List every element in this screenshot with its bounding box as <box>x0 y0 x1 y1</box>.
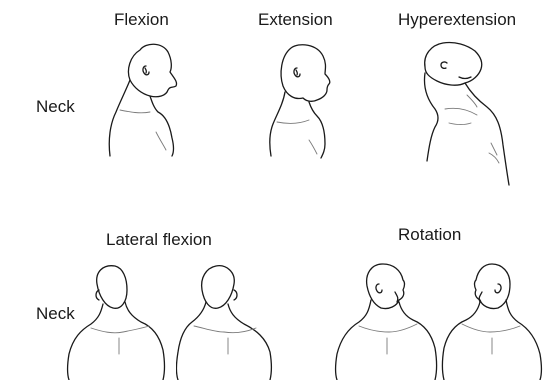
title-extension: Extension <box>258 11 333 28</box>
figure-neck-flexion <box>100 40 190 160</box>
neck-line-right <box>228 304 272 380</box>
neck-back-line <box>270 92 285 156</box>
neck-front-line <box>465 83 509 185</box>
figure-neck-hyperextension <box>405 35 515 190</box>
neck-front-line <box>309 102 325 158</box>
figure-lateral-flexion-right <box>176 262 286 380</box>
title-flexion: Flexion <box>114 11 169 28</box>
head-outline <box>281 45 330 102</box>
neck-line-right <box>125 302 165 380</box>
neck-line-left <box>443 302 481 380</box>
head-outline <box>425 42 482 85</box>
neck-line-left <box>336 300 372 380</box>
neck-line-right <box>399 302 437 380</box>
figure-rotation-left <box>440 262 547 380</box>
figure-lateral-flexion-left <box>63 262 173 380</box>
neck-back-line <box>424 73 438 161</box>
neck-line-right <box>506 300 542 380</box>
neck-front-line <box>150 96 174 156</box>
head-outline <box>202 266 237 309</box>
neck-back-line <box>109 80 130 156</box>
head-outline <box>128 44 176 97</box>
figure-neck-extension <box>255 40 345 160</box>
title-hyperextension: Hyperextension <box>398 11 516 28</box>
head-outline <box>96 266 127 309</box>
row1-side-label: Neck <box>36 98 75 115</box>
title-rotation: Rotation <box>398 226 461 243</box>
figure-rotation-right <box>333 262 443 380</box>
title-lateral-flexion: Lateral flexion <box>106 231 212 248</box>
neck-line-left <box>177 302 207 380</box>
neck-line-left <box>68 304 104 380</box>
